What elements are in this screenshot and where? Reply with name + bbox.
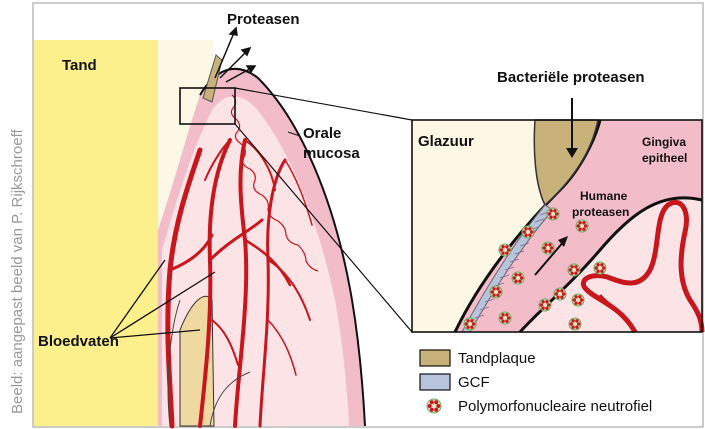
- label-proteasen-humane: proteasen: [572, 205, 629, 219]
- label-tand: Tand: [62, 57, 97, 74]
- legend: Tandplaque GCF Polymorfonucleaire neutro…: [420, 350, 652, 415]
- legend-swatch-gcf: [420, 374, 450, 390]
- legend-label-tandplaque: Tandplaque: [458, 350, 536, 367]
- legend-label-gcf: GCF: [458, 374, 490, 391]
- label-humane: Humane: [580, 189, 628, 203]
- label-bloedvaten: Bloedvaten: [38, 333, 119, 350]
- label-glazuur: Glazuur: [418, 133, 474, 150]
- legend-label-neutrofiel: Polymorfonucleaire neutrofiel: [458, 398, 652, 415]
- tooth-area: [34, 40, 158, 426]
- legend-swatch-tandplaque: [420, 350, 450, 366]
- main-illustration: [34, 40, 365, 426]
- credit-text: Beeld: aangepast beeld van P. Rijkschroe…: [9, 129, 26, 414]
- label-bacteriele-proteasen: Bacteriële proteasen: [497, 69, 645, 86]
- label-mucosa: mucosa: [303, 145, 360, 162]
- label-proteasen: Proteasen: [227, 11, 300, 28]
- label-epitheel: epitheel: [642, 151, 687, 165]
- neutrophil-icon: [427, 399, 441, 413]
- label-gingiva: Gingiva: [642, 135, 686, 149]
- label-orale: Orale: [303, 125, 341, 142]
